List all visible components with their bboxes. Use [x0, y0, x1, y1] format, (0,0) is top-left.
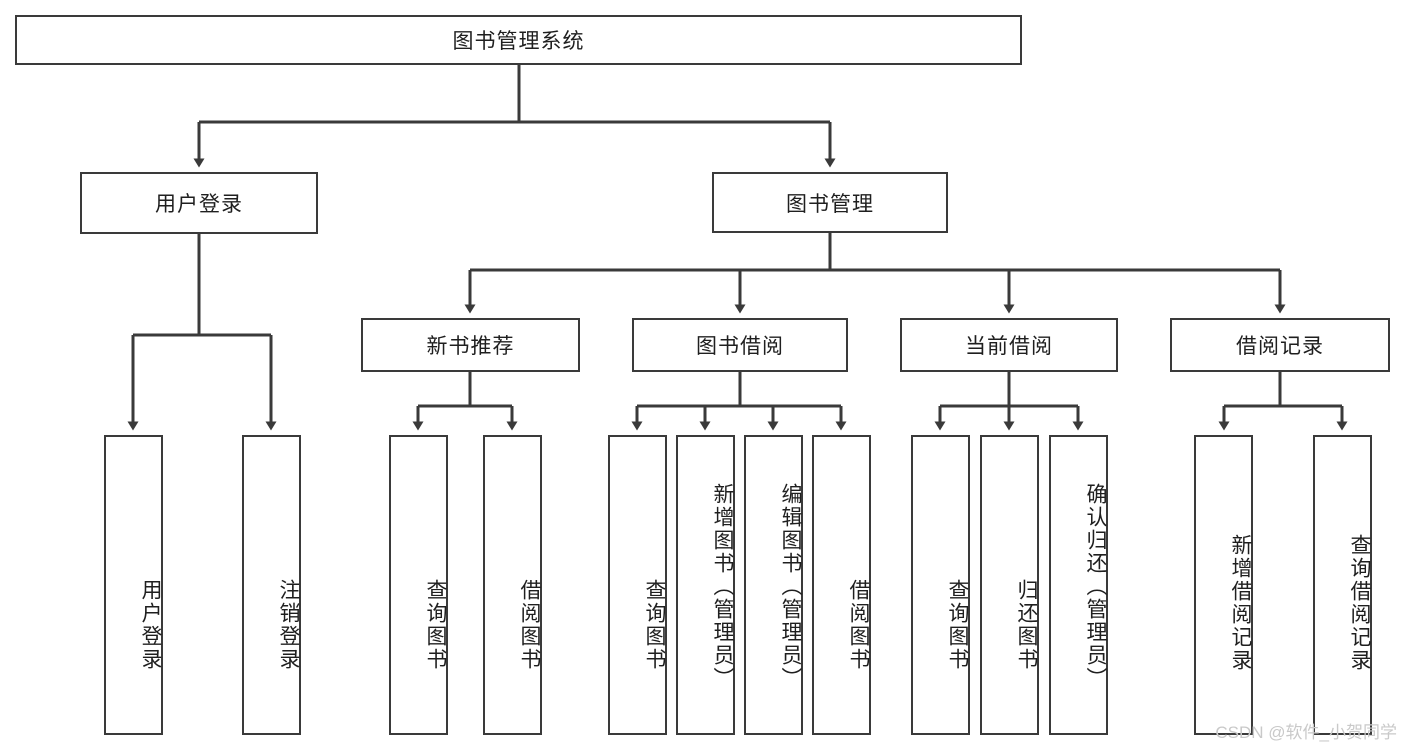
- leaf-add-book-admin[interactable]: 新增图书（管理员）: [676, 435, 735, 735]
- leaf-query-book-borrow-label: 查询图书: [643, 579, 666, 671]
- node-new-book-recommend[interactable]: 新书推荐: [361, 318, 580, 372]
- leaf-borrow-book-label: 借阅图书: [847, 579, 870, 671]
- leaf-user-logout[interactable]: 注销登录: [242, 435, 301, 735]
- leaf-confirm-return-admin-label: 确认归还（管理员）: [1084, 482, 1107, 690]
- leaf-query-book-current-label: 查询图书: [946, 579, 969, 671]
- node-book-borrow[interactable]: 图书借阅: [632, 318, 848, 372]
- leaf-query-book-recommend-label: 查询图书: [424, 579, 447, 671]
- leaf-user-login-label: 用户登录: [139, 579, 162, 671]
- leaf-return-book[interactable]: 归还图书: [980, 435, 1039, 735]
- leaf-borrow-book-recommend-label: 借阅图书: [518, 579, 541, 671]
- node-book-management[interactable]: 图书管理: [712, 172, 948, 233]
- leaf-user-login[interactable]: 用户登录: [104, 435, 163, 735]
- leaf-edit-book-admin-label: 编辑图书（管理员）: [779, 482, 802, 690]
- leaf-add-book-admin-label: 新增图书（管理员）: [711, 482, 734, 690]
- node-user-login-label: 用户登录: [155, 193, 243, 216]
- node-new-book-recommend-label: 新书推荐: [426, 335, 515, 358]
- node-borrow-record-label: 借阅记录: [1236, 335, 1324, 358]
- leaf-query-borrow-record-label: 查询借阅记录: [1348, 534, 1371, 672]
- node-book-management-label: 图书管理: [786, 192, 874, 216]
- node-root-system-label: 图书管理系统: [452, 30, 585, 53]
- leaf-query-book-current[interactable]: 查询图书: [911, 435, 970, 735]
- csdn-watermark: CSDN @软件_小贺同学: [1215, 723, 1397, 742]
- node-book-borrow-label: 图书借阅: [696, 335, 784, 358]
- node-current-borrow-label: 当前借阅: [965, 335, 1053, 358]
- leaf-query-book-recommend[interactable]: 查询图书: [389, 435, 448, 735]
- leaf-add-borrow-record[interactable]: 新增借阅记录: [1194, 435, 1253, 735]
- leaf-query-book-borrow[interactable]: 查询图书: [608, 435, 667, 735]
- leaf-borrow-book-recommend[interactable]: 借阅图书: [483, 435, 542, 735]
- leaf-query-borrow-record[interactable]: 查询借阅记录: [1313, 435, 1372, 735]
- leaf-borrow-book[interactable]: 借阅图书: [812, 435, 871, 735]
- node-borrow-record[interactable]: 借阅记录: [1170, 318, 1390, 372]
- leaf-add-borrow-record-label: 新增借阅记录: [1229, 534, 1252, 672]
- node-user-login[interactable]: 用户登录: [80, 172, 318, 234]
- leaf-confirm-return-admin[interactable]: 确认归还（管理员）: [1049, 435, 1108, 735]
- leaf-edit-book-admin[interactable]: 编辑图书（管理员）: [744, 435, 803, 735]
- leaf-user-logout-label: 注销登录: [277, 579, 300, 671]
- node-root-system[interactable]: 图书管理系统: [15, 15, 1022, 65]
- node-current-borrow[interactable]: 当前借阅: [900, 318, 1118, 372]
- leaf-return-book-label: 归还图书: [1015, 579, 1038, 671]
